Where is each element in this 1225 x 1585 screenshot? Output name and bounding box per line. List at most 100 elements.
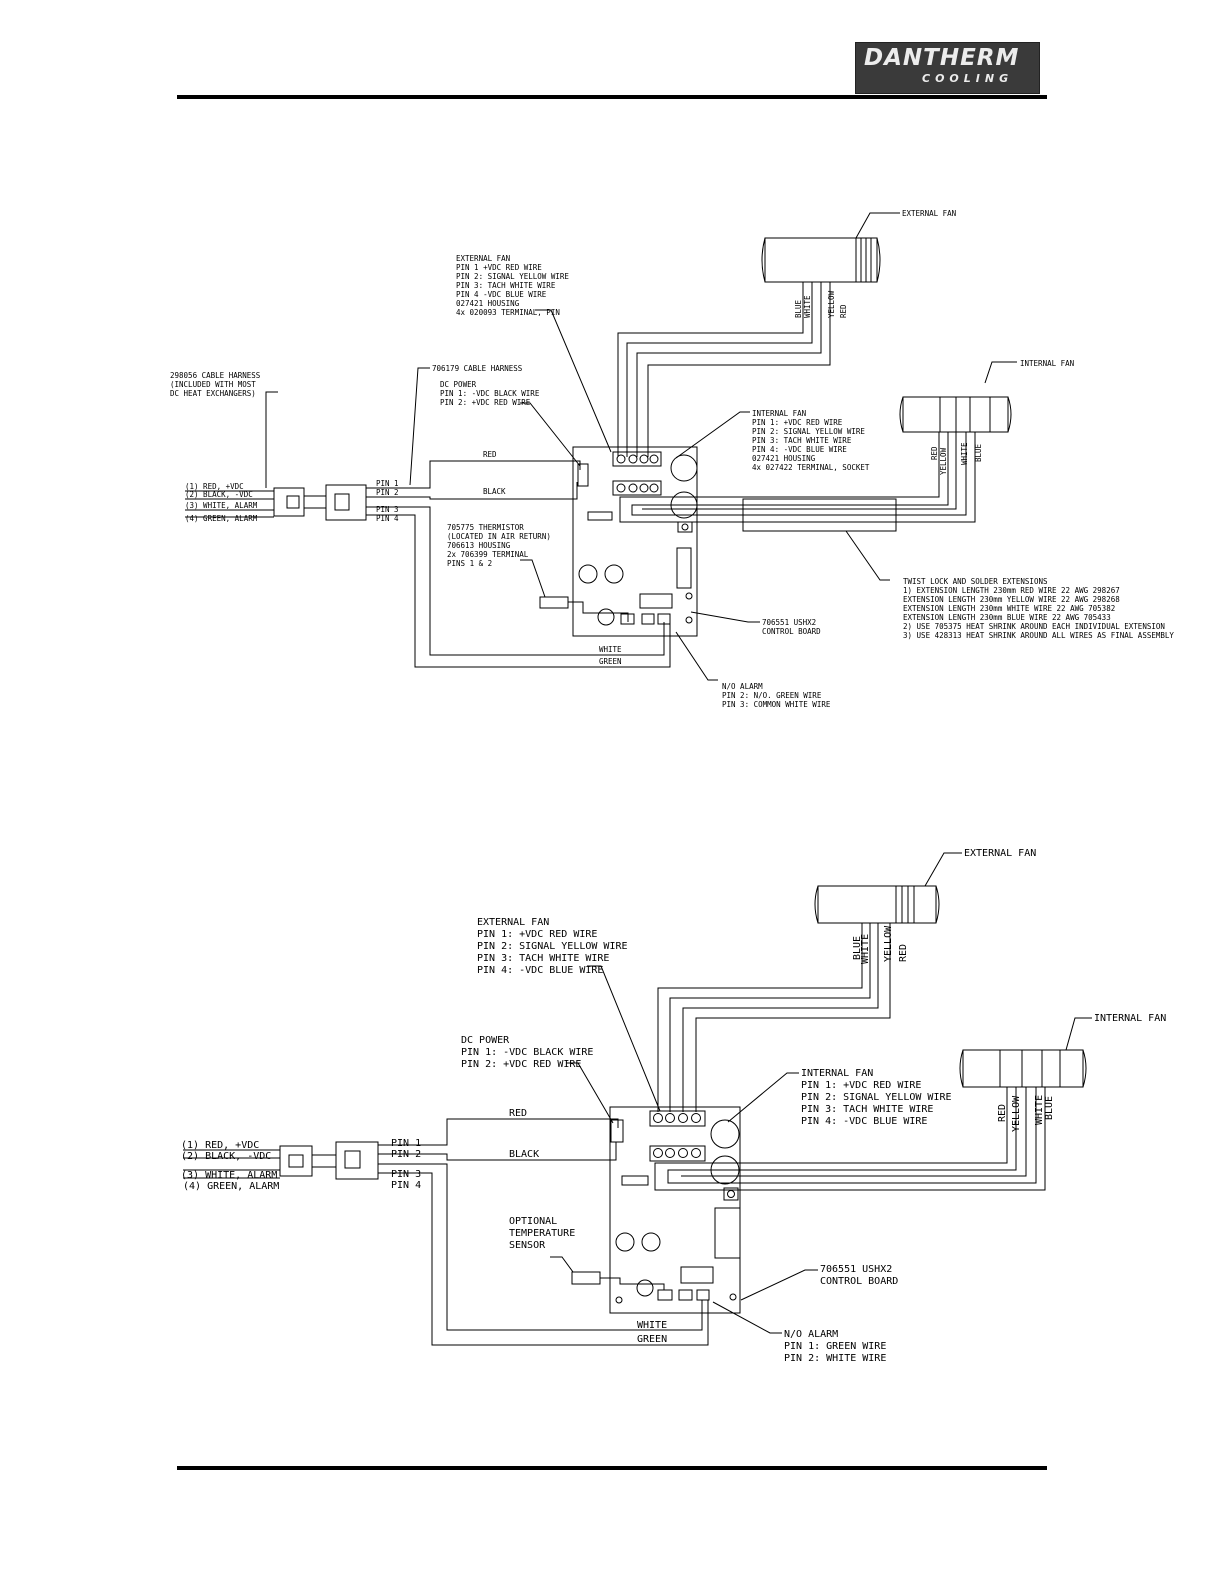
temperature-sensor xyxy=(571,1271,601,1285)
note-line: PIN 2: +VDC RED WIRE xyxy=(440,398,531,407)
note-line: INTERNAL FAN xyxy=(801,1068,873,1079)
note-line: TEMPERATURE xyxy=(509,1228,575,1239)
wire-label: WHITE xyxy=(1034,1095,1045,1125)
twist-lock-note: TWIST LOCK AND SOLDER EXTENSIONS 1) EXTE… xyxy=(903,577,1174,640)
note-line: PIN 1: -VDC BLACK WIRE xyxy=(461,1047,593,1058)
int-fan-note: INTERNAL FAN PIN 1: +VDC RED WIRE PIN 2:… xyxy=(752,409,870,472)
heat-shrink-bundle xyxy=(742,498,897,532)
note-line: PIN 1: -VDC BLACK WIRE xyxy=(440,389,540,398)
pin-label: PIN 3 xyxy=(391,1169,421,1180)
ext-wire-labels: BLUE WHITE YELLOW RED xyxy=(852,925,909,964)
note-line: 027421 HOUSING xyxy=(456,299,520,308)
note-line: 298056 CABLE HARNESS xyxy=(170,371,261,380)
wire-label: YELLOW xyxy=(939,447,948,475)
red-wire-label: RED xyxy=(509,1108,527,1119)
note-line: DC POWER xyxy=(440,380,477,389)
lead-label: (4) GREEN, ALARM xyxy=(183,1181,279,1192)
wire-label: YELLOW xyxy=(883,925,894,962)
note-line: PIN 2: +VDC RED WIRE xyxy=(461,1059,581,1070)
note-line: PIN 4: -VDC BLUE WIRE xyxy=(801,1116,927,1127)
note-line: 2x 706399 TERMINAL xyxy=(447,550,529,559)
white-wire-label: WHITE xyxy=(637,1320,667,1331)
control-board-label: 706551 USHX2 CONTROL BOARD xyxy=(762,618,821,636)
note-line: PIN 1: +VDC RED WIRE xyxy=(752,418,843,427)
note-line: PIN 2: WHITE WIRE xyxy=(784,1353,886,1364)
thermistor-note: 705775 THERMISTOR (LOCATED IN AIR RETURN… xyxy=(447,523,551,568)
lead-label: (4) GREEN, ALARM xyxy=(185,514,258,523)
ext-fan-label: EXTERNAL FAN xyxy=(964,848,1036,859)
note-line: OPTIONAL xyxy=(509,1216,557,1227)
note-line: PIN 2: SIGNAL YELLOW WIRE xyxy=(752,427,865,436)
note-line: 1) EXTENSION LENGTH 230mm RED WIRE 22 AW… xyxy=(903,586,1120,595)
note-line: (LOCATED IN AIR RETURN) xyxy=(447,532,551,541)
note-line: PIN 2: N/O. GREEN WIRE xyxy=(722,691,822,700)
harness-lead-labels: (1) RED, +VDC (2) BLACK, -VDC (3) WHITE,… xyxy=(181,1140,279,1192)
note-line: PIN 4 -VDC BLUE WIRE xyxy=(456,290,547,299)
note-line: EXTENSION LENGTH 230mm WHITE WIRE 22 AWG… xyxy=(903,604,1115,613)
red-wire-label: RED xyxy=(483,450,497,459)
int-fan-label: INTERNAL FAN xyxy=(1020,359,1074,368)
wire-label: YELLOW xyxy=(1011,1095,1022,1132)
wire-label: RED xyxy=(997,1104,1008,1122)
sensor-note: OPTIONAL TEMPERATURE SENSOR xyxy=(509,1216,575,1251)
note-line: PIN 1 +VDC RED WIRE xyxy=(456,263,542,272)
pin-labels: PIN 1 PIN 2 PIN 3 PIN 4 xyxy=(391,1138,421,1191)
lead-label: (1) RED, +VDC xyxy=(185,482,244,491)
int-fan-label: INTERNAL FAN xyxy=(1094,1013,1166,1024)
lead-label: (2) BLACK, -VDC xyxy=(185,490,253,499)
note-line: DC POWER xyxy=(461,1035,510,1046)
dc-power-note: DC POWER PIN 1: -VDC BLACK WIRE PIN 2: +… xyxy=(440,380,540,407)
int-fan-note: INTERNAL FAN PIN 1: +VDC RED WIRE PIN 2:… xyxy=(801,1068,952,1127)
note-line: EXTERNAL FAN xyxy=(456,254,510,263)
note-line: CONTROL BOARD xyxy=(762,627,821,636)
note-line: TWIST LOCK AND SOLDER EXTENSIONS xyxy=(903,577,1048,586)
note-line: 705775 THERMISTOR xyxy=(447,523,524,532)
note-line: PINS 1 & 2 xyxy=(447,559,492,568)
wire-label: BLUE xyxy=(974,443,983,462)
note-line: 706551 USHX2 xyxy=(820,1264,892,1275)
pin-label: PIN 4 xyxy=(376,514,399,523)
logo-subtitle: COOLING xyxy=(922,72,1014,85)
note-line: EXTERNAL FAN xyxy=(477,917,549,928)
pin-label: PIN 1 xyxy=(391,1138,421,1149)
wire-label: BLUE xyxy=(852,936,863,960)
note-line: (INCLUDED WITH MOST xyxy=(170,380,256,389)
wire-label: WHITE xyxy=(803,295,812,318)
alarm-note: N/O ALARM PIN 1: GREEN WIRE PIN 2: WHITE… xyxy=(784,1329,886,1364)
note-line: PIN 3: TACH WHITE WIRE xyxy=(801,1104,933,1115)
note-line: PIN 4: -VDC BLUE WIRE xyxy=(477,965,603,976)
logo-wordmark: DANTHERM xyxy=(864,45,1020,71)
control-board-label: 706551 USHX2 CONTROL BOARD xyxy=(820,1264,898,1287)
wire-label: YELLOW xyxy=(827,290,836,318)
header-rule xyxy=(177,95,1047,99)
note-line: 2) USE 705375 HEAT SHRINK AROUND EACH IN… xyxy=(903,622,1165,631)
ext-fan-note: EXTERNAL FAN PIN 1: +VDC RED WIRE PIN 2:… xyxy=(477,917,628,976)
external-fan-icon xyxy=(814,885,940,924)
dantherm-logo: DANTHERM COOLING xyxy=(855,42,1040,94)
pin-label: PIN 1 xyxy=(376,479,399,488)
pin-labels: PIN 1 PIN 2 PIN 3 PIN 4 xyxy=(376,479,399,523)
note-line: PIN 1: GREEN WIRE xyxy=(784,1341,886,1352)
note-line: DC HEAT EXCHANGERS) xyxy=(170,389,256,398)
note-line: PIN 4: -VDC BLUE WIRE xyxy=(752,445,847,454)
note-line: 4x 020093 TERMINAL, PIN xyxy=(456,308,560,317)
dc-power-note: DC POWER PIN 1: -VDC BLACK WIRE PIN 2: +… xyxy=(461,1035,593,1070)
note-line: PIN 2: SIGNAL YELLOW WIRE xyxy=(477,941,628,952)
int-wire-labels: RED YELLOW WHITE BLUE xyxy=(930,442,983,475)
lead-label: (2) BLACK, -VDC xyxy=(181,1151,271,1162)
note-line: PIN 2: SIGNAL YELLOW WIRE xyxy=(456,272,569,281)
note-line: 706613 HOUSING xyxy=(447,541,511,550)
note-line: PIN 1: +VDC RED WIRE xyxy=(801,1080,921,1091)
control-board xyxy=(572,446,698,637)
note-line: N/O ALARM xyxy=(722,682,763,691)
ext-fan-label: EXTERNAL FAN xyxy=(902,209,956,218)
pin-label: PIN 2 xyxy=(391,1149,421,1160)
wire-label: BLUE xyxy=(1044,1096,1055,1120)
wire-label: BLUE xyxy=(794,299,803,318)
wire-label: RED xyxy=(930,446,939,460)
pin-label: PIN 4 xyxy=(391,1180,421,1191)
note-line: PIN 3: TACH WHITE WIRE xyxy=(456,281,556,290)
control-board xyxy=(609,1106,741,1314)
